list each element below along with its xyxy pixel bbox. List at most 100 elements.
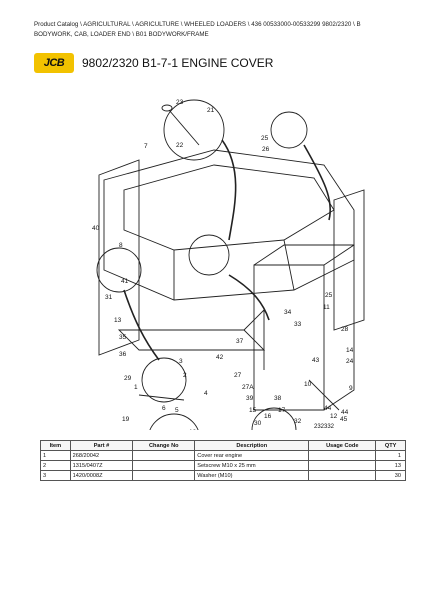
callout-7: 7 [144, 143, 148, 150]
callout-3: 3 [179, 358, 183, 365]
callout-33: 33 [294, 321, 302, 328]
table-row[interactable]: 1 268/20042 Cover rear engine 1 [40, 450, 406, 461]
col-description: Description [194, 440, 310, 451]
callout-28: 28 [341, 326, 349, 333]
callout-34: 34 [284, 309, 292, 316]
part-number-cell[interactable]: 268/20042 [69, 450, 134, 461]
callout-40: 40 [92, 225, 100, 232]
callout-29: 29 [124, 375, 132, 382]
callout-44: 44 [324, 405, 332, 412]
description-cell: Washer (M10) [194, 470, 310, 481]
page-title: 9802/2320 B1-7-1 ENGINE COVER [82, 56, 274, 70]
qty-cell: 30 [375, 470, 406, 481]
parts-table: Item Part # Change No Description Usage … [40, 440, 406, 481]
callout-21: 21 [207, 107, 215, 114]
left-panel [98, 159, 140, 356]
engine-cover-outline [103, 149, 355, 301]
description-cell: Cover rear engine [194, 450, 310, 461]
col-part-number: Part # [69, 440, 134, 451]
top-rod [168, 109, 200, 146]
description-cell: Setscrew M10 x 25 mm [194, 460, 310, 471]
table-header-row: Item Part # Change No Description Usage … [40, 440, 406, 451]
usage-code-cell [308, 450, 377, 461]
page-header: JCB 9802/2320 B1-7-1 ENGINE COVER [34, 52, 273, 74]
callout-2: 2 [183, 372, 187, 379]
callout-42: 42 [216, 354, 224, 361]
breadcrumb: Product Catalog \ AGRICULTURAL \ AGRICUL… [34, 20, 430, 40]
callout-37: 37 [236, 338, 244, 345]
callout-12: 12 [330, 413, 338, 420]
callout-4: 4 [204, 390, 208, 397]
callout-18: 18 [189, 429, 197, 430]
callout-27: 27 [234, 372, 242, 379]
callout-32: 32 [294, 418, 302, 425]
engine-cover-top [123, 164, 335, 251]
callout-6: 6 [162, 405, 166, 412]
callout-45: 45 [340, 416, 348, 423]
callout-41: 41 [121, 278, 129, 285]
callout-31: 31 [105, 294, 113, 301]
detail-circle-center [188, 234, 230, 276]
callout-17: 17 [278, 407, 286, 414]
callout-35: 35 [119, 334, 127, 341]
callout-25: 25 [261, 135, 269, 142]
callout-30: 30 [254, 420, 262, 427]
callout-10: 10 [304, 381, 312, 388]
figure-ref: 232332 [314, 424, 335, 430]
callout-14: 14 [346, 347, 354, 354]
right-frame [253, 264, 325, 411]
col-item: Item [40, 440, 71, 451]
change-no-cell [132, 450, 196, 461]
qty-cell: 13 [375, 460, 406, 471]
callout-44: 44 [341, 409, 349, 416]
detail-circle-bolt [251, 407, 297, 430]
detail-circle-top [163, 99, 225, 161]
item-cell: 3 [40, 470, 71, 481]
usage-code-cell [308, 460, 377, 471]
detail-circle-right [270, 111, 308, 149]
detail-circle-left-upper [96, 247, 142, 293]
qty-cell: 1 [375, 450, 406, 461]
callout-9: 9 [349, 385, 353, 392]
usage-code-cell [308, 470, 377, 481]
callout-15: 15 [249, 407, 257, 414]
detail-circle-bottom-left [141, 357, 187, 403]
callout-23: 23 [176, 99, 184, 106]
part-number-cell[interactable]: 1420/0008Z [69, 470, 134, 481]
right-strut [308, 379, 340, 411]
callout-26: 26 [262, 146, 270, 153]
table-row[interactable]: 2 1315/0407Z Setscrew M10 x 25 mm 13 [40, 460, 406, 471]
callout-13: 13 [114, 317, 122, 324]
breadcrumb-line-2: BODYWORK, CAB, LOADER END \ B01 BODYWORK… [34, 31, 209, 38]
col-usage-code: Usage Code [308, 440, 377, 451]
callout-8: 8 [119, 242, 123, 249]
callout-22: 22 [176, 142, 184, 149]
part-number-cell[interactable]: 1315/0407Z [69, 460, 134, 471]
callout-43: 43 [312, 357, 320, 364]
jcb-logo: JCB [34, 53, 74, 73]
parts-table-container: Item Part # Change No Description Usage … [40, 440, 406, 481]
col-qty: QTY [375, 440, 406, 451]
col-change-no: Change No [132, 440, 196, 451]
callout-19: 19 [122, 416, 130, 423]
breadcrumb-line-1: Product Catalog \ AGRICULTURAL \ AGRICUL… [34, 21, 361, 28]
callout-39: 39 [246, 395, 254, 402]
item-cell: 1 [40, 450, 71, 461]
right-panel [333, 189, 365, 331]
callout-24: 24 [346, 358, 354, 365]
callout-11: 11 [323, 304, 330, 311]
callout-16: 16 [264, 413, 272, 420]
change-no-cell [132, 460, 196, 471]
callout-5: 5 [175, 407, 179, 414]
callout-36: 36 [119, 351, 127, 358]
lower-rod [138, 394, 185, 401]
change-no-cell [132, 470, 196, 481]
item-cell: 2 [40, 460, 71, 471]
detail-circle-bottom-center [149, 413, 199, 430]
callout-38: 38 [274, 395, 282, 402]
callout-27A: 27A [242, 384, 254, 391]
table-row[interactable]: 3 1420/0008Z Washer (M10) 30 [40, 470, 406, 481]
callout-1: 1 [134, 384, 138, 391]
callout-25: 25 [325, 292, 333, 299]
